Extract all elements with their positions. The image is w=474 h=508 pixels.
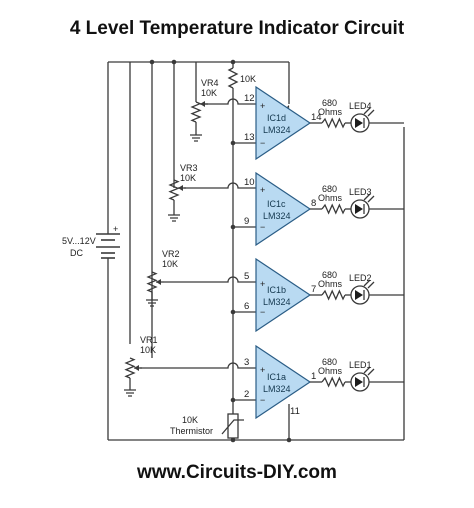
led-light-arrows-icon — [363, 366, 375, 376]
website-footer: www.Circuits-DIY.com — [137, 462, 337, 483]
led-light-arrows-icon — [363, 279, 375, 289]
opamp-plus-sign: + — [260, 365, 265, 375]
opamp-symbol — [255, 257, 312, 333]
battery-plus-sign: + — [113, 224, 118, 234]
resistor-unit: Ohms — [318, 107, 343, 117]
thermistor-value: 10K — [182, 415, 198, 425]
opamp-minus-sign: − — [260, 307, 265, 317]
pot-value: 10K — [201, 88, 217, 98]
supply-voltage-label: 5V...12V — [62, 236, 96, 246]
pot-wiper-arrow-icon — [156, 279, 161, 285]
current-limit-resistor — [321, 117, 346, 129]
pin-noninverting-label: 3 — [244, 357, 249, 368]
opamp-plus-sign: + — [260, 279, 265, 289]
supply-type-label: DC — [70, 248, 83, 258]
led-label: LED1 — [349, 360, 372, 370]
opamp-symbol — [255, 344, 312, 420]
opamp-name: IC1b — [267, 285, 286, 295]
pin-inverting-label: 13 — [244, 132, 255, 143]
led-diode-icon — [355, 377, 363, 387]
ground-icon — [168, 214, 180, 222]
comparator-stages: IC1dLM324+−121314680OhmsLED4VR410KIC1cLM… — [124, 78, 404, 420]
led-diode-icon — [355, 290, 363, 300]
opamp-minus-sign: − — [260, 395, 265, 405]
resistor-value: 680 — [322, 184, 337, 194]
pot-wiper-arrow-icon — [134, 365, 139, 371]
opamp-chip: LM324 — [263, 384, 291, 394]
opamp-name: IC1c — [267, 199, 286, 209]
ground-icon — [146, 299, 158, 307]
opamp-plus-sign: + — [260, 185, 265, 195]
opamp-plus-sign: + — [260, 101, 265, 111]
pot-wiper-arrow-icon — [178, 185, 183, 191]
opamp-symbol — [255, 85, 312, 161]
opamp-name: IC1d — [267, 113, 286, 123]
potentiometer-symbol — [124, 357, 136, 379]
pot-name: VR3 — [180, 163, 198, 173]
current-limit-resistor — [321, 376, 346, 388]
pin-inverting-label: 2 — [244, 389, 249, 400]
resistor-unit: Ohms — [318, 279, 343, 289]
pot-value: 10K — [162, 259, 178, 269]
led-light-arrows-icon — [363, 193, 375, 203]
ground-icon — [190, 134, 202, 142]
opamp-chip: LM324 — [263, 211, 291, 221]
opamp-name: IC1a — [267, 372, 286, 382]
battery-symbol: + — [96, 224, 120, 259]
pin-inverting-label: 9 — [244, 216, 249, 227]
diagram-title: 4 Level Temperature Indicator Circuit — [69, 18, 405, 39]
led-diode-icon — [355, 204, 363, 214]
resistor-unit: Ohms — [318, 193, 343, 203]
current-limit-resistor — [321, 203, 346, 215]
resistor-unit: Ohms — [318, 366, 343, 376]
pot-name: VR1 — [140, 335, 158, 345]
gnd-pin-label: 11 — [290, 406, 300, 417]
ground-icon — [124, 389, 136, 397]
top-resistor-label: 10K — [240, 74, 256, 84]
pin-output-label: 8 — [311, 198, 316, 209]
resistor-value: 680 — [322, 270, 337, 280]
pot-value: 10K — [140, 345, 156, 355]
opamp-chip: LM324 — [263, 125, 291, 135]
opamp-symbol — [255, 171, 312, 247]
potentiometer-symbol — [146, 271, 158, 293]
top-10k-resistor — [227, 67, 239, 89]
led-label: LED3 — [349, 187, 372, 197]
thermistor-symbol — [221, 413, 244, 439]
pin-output-label: 1 — [311, 371, 316, 382]
resistor-value: 680 — [322, 98, 337, 108]
opamp-minus-sign: − — [260, 222, 265, 232]
opamp-minus-sign: − — [260, 138, 265, 148]
pot-name: VR2 — [162, 249, 180, 259]
pin-noninverting-label: 12 — [244, 93, 255, 104]
pin-noninverting-label: 5 — [244, 271, 249, 282]
current-limit-resistor — [321, 289, 346, 301]
resistor-value: 680 — [322, 357, 337, 367]
pot-name: VR4 — [201, 78, 219, 88]
led-light-arrows-icon — [363, 107, 375, 117]
pin-output-label: 14 — [311, 112, 322, 123]
led-label: LED2 — [349, 273, 372, 283]
pot-wiper-arrow-icon — [200, 101, 205, 107]
pin-inverting-label: 6 — [244, 301, 249, 312]
led-label: LED4 — [349, 101, 372, 111]
pin-output-label: 7 — [311, 284, 316, 295]
potentiometer-symbol — [190, 101, 202, 123]
led-diode-icon — [355, 118, 363, 128]
pot-value: 10K — [180, 173, 196, 183]
junction-dots — [149, 59, 292, 443]
opamp-chip: LM324 — [263, 297, 291, 307]
potentiometer-symbol — [168, 179, 180, 201]
pin-noninverting-label: 10 — [244, 177, 255, 188]
thermistor-label: Thermistor — [170, 426, 213, 436]
